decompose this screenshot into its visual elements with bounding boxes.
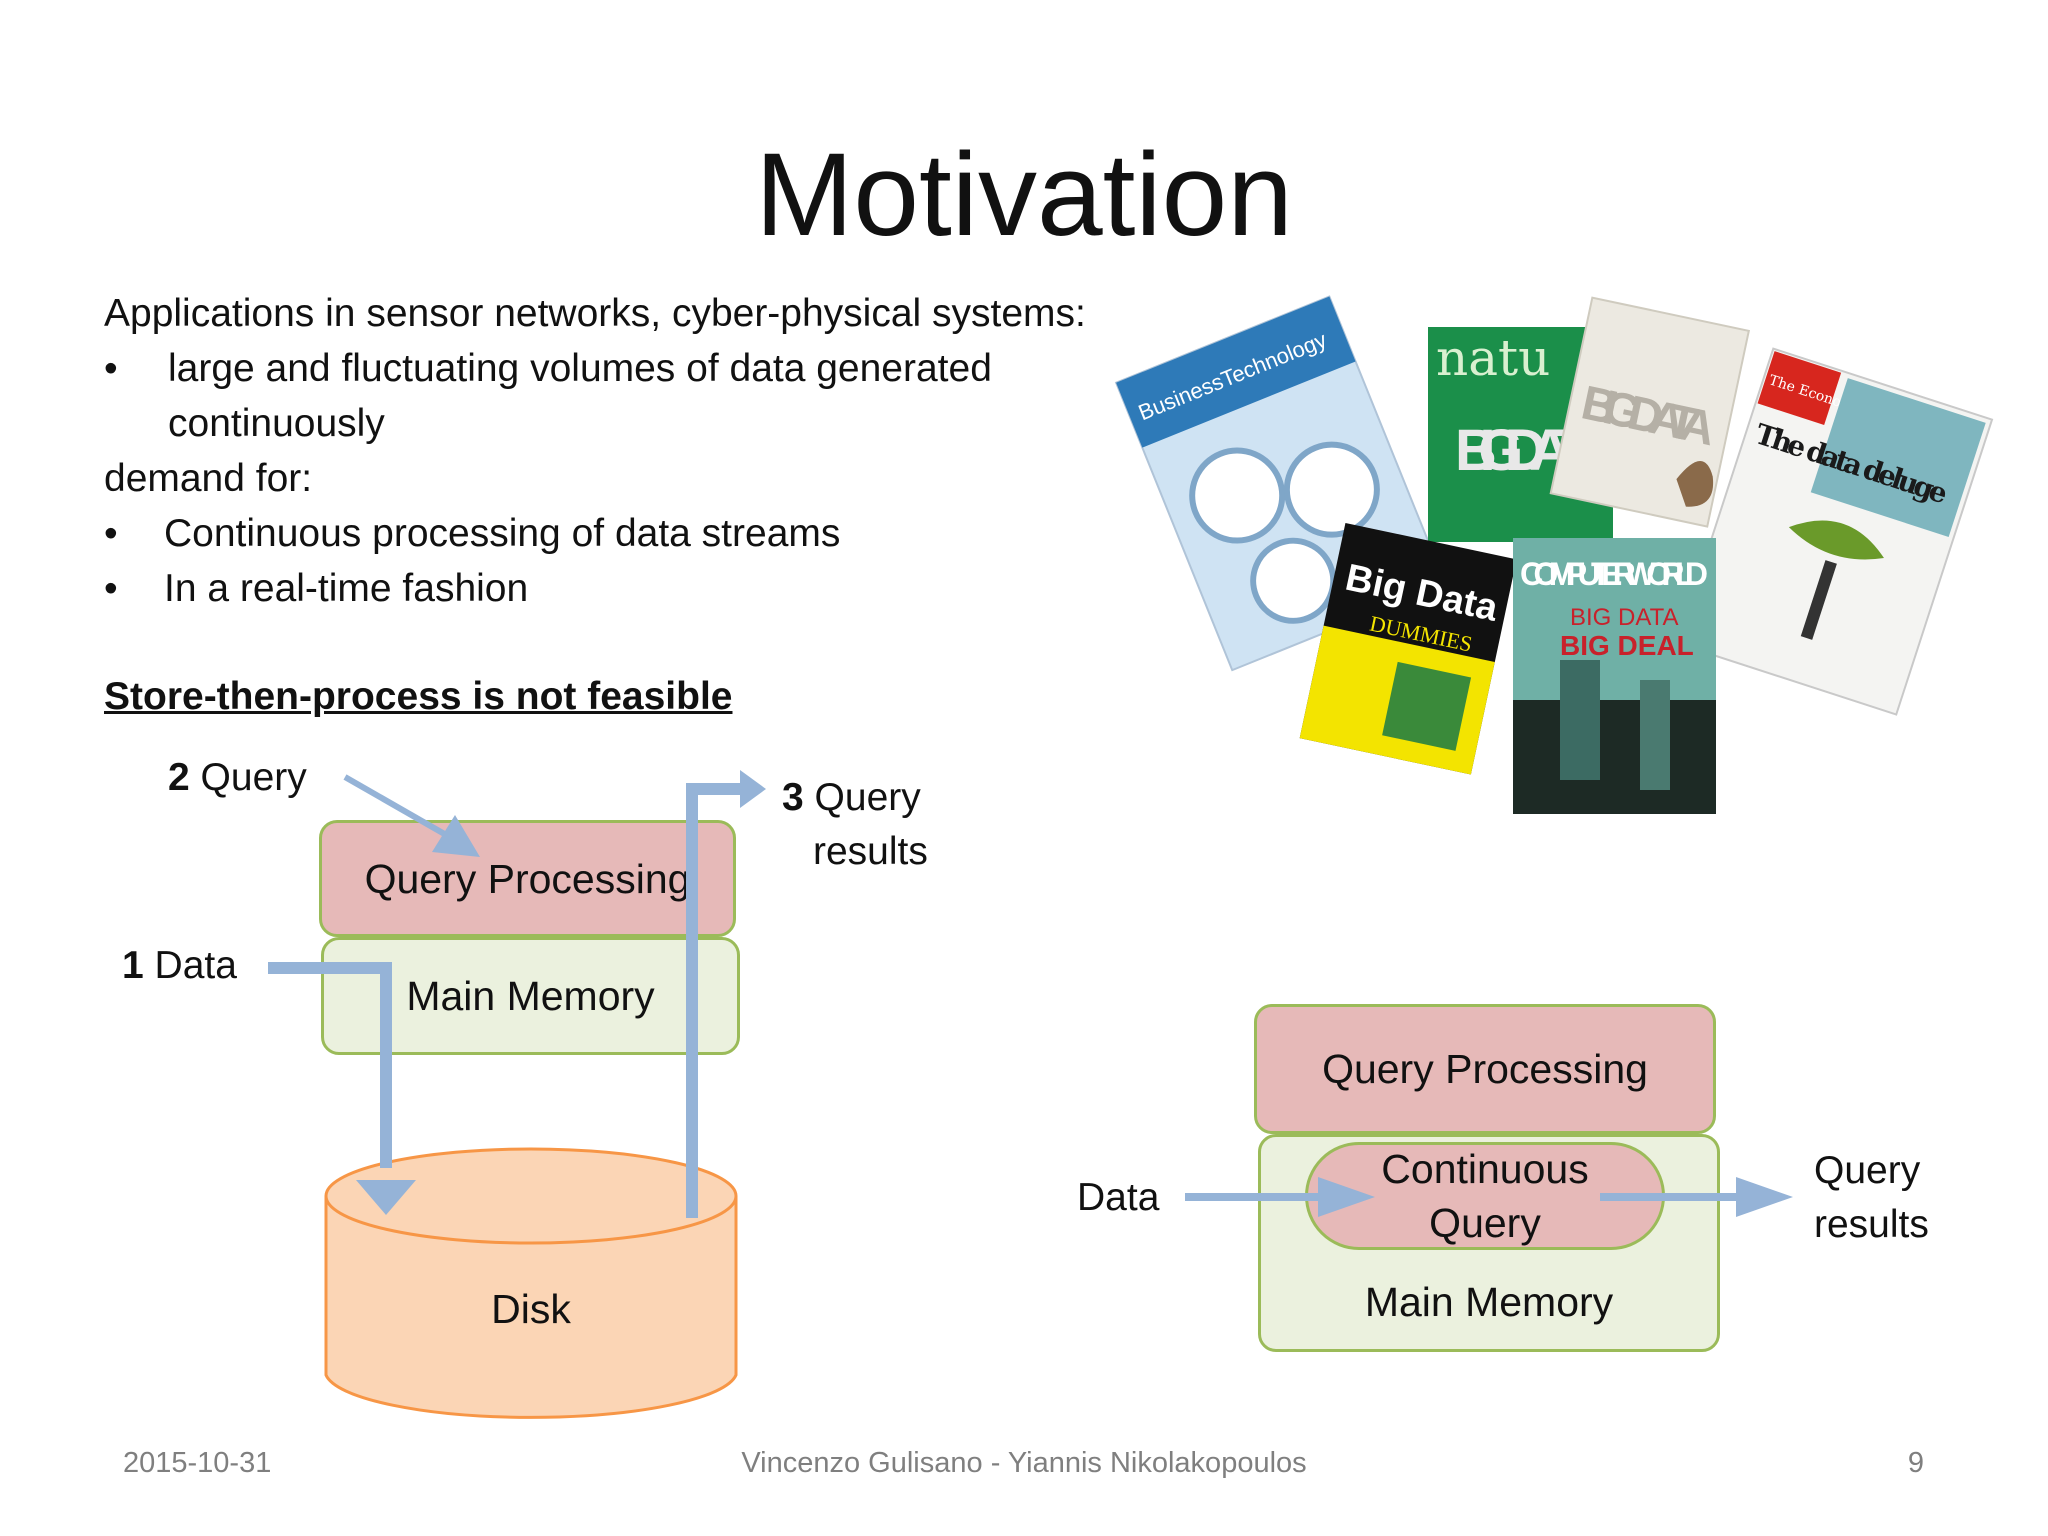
results-arrow bbox=[686, 783, 740, 1218]
intro-lead: Applications in sensor networks, cyber-p… bbox=[104, 292, 1086, 335]
step-number: 3 bbox=[782, 776, 804, 819]
footer-date: 2015-10-31 bbox=[123, 1447, 272, 1479]
stream-results-label-line2: results bbox=[1814, 1203, 1929, 1246]
continuous-query-label-line1: Continuous bbox=[1381, 1146, 1589, 1192]
query-processing-box: Query Processing bbox=[319, 820, 736, 937]
bullet-text: In a real-time fashion bbox=[164, 567, 529, 610]
bullet-item: • large and fluctuating volumes of data g… bbox=[104, 341, 992, 445]
step-text: Data bbox=[154, 944, 237, 987]
slide-title: Motivation bbox=[755, 129, 1293, 261]
main-memory-label: Main Memory bbox=[406, 973, 655, 1019]
bullet-marker: • bbox=[104, 512, 118, 555]
continuous-query-label-line2: Query bbox=[1429, 1200, 1541, 1246]
stream-query-processing-box: Query Processing bbox=[1254, 1004, 1716, 1134]
intro-lead-2: demand for: bbox=[104, 457, 313, 500]
bullet-text: Continuous processing of data streams bbox=[164, 512, 841, 555]
stream-results-arrowhead bbox=[1736, 1177, 1793, 1217]
bullet-text: large and fluctuating volumes of data ge… bbox=[168, 347, 992, 445]
step-text: Query bbox=[814, 776, 921, 819]
cover-dummies: Big Data DUMMIES bbox=[1299, 522, 1517, 775]
cover-text: BIG DEAL bbox=[1560, 630, 1694, 661]
query-processing-label: Query Processing bbox=[364, 855, 691, 902]
step-number: 1 bbox=[122, 944, 144, 987]
cover-text: COMPUTERWORLD bbox=[1520, 556, 1708, 592]
cover-computerworld: COMPUTERWORLD BIG DATA BIG DEAL bbox=[1513, 538, 1716, 814]
bullet-marker: • bbox=[104, 347, 118, 390]
cover-big-data: BIG DATA bbox=[1549, 296, 1751, 528]
query-arrowhead bbox=[432, 815, 480, 857]
bullet-marker: • bbox=[104, 567, 118, 610]
step-1-label: 1 Data bbox=[122, 938, 237, 993]
stream-data-arrowhead bbox=[1318, 1177, 1375, 1217]
step-3-label: 3 Query bbox=[782, 770, 921, 825]
continuous-query-box: Continuous Query bbox=[1305, 1142, 1665, 1250]
footer-page-number: 9 bbox=[1907, 1447, 1924, 1479]
results-arrowhead bbox=[740, 770, 766, 808]
bullet-item: • In a real-time fashion bbox=[104, 561, 528, 616]
step-2-label: 2 Query bbox=[168, 750, 307, 805]
footer-authors: Vincenzo Gulisano - Yiannis Nikolakopoul… bbox=[741, 1447, 1307, 1479]
query-arrow bbox=[343, 774, 450, 839]
query-processing-label: Query Processing bbox=[1322, 1046, 1648, 1092]
disk-label: Disk bbox=[491, 1286, 571, 1332]
cover-text: BIG DATA bbox=[1570, 604, 1678, 631]
data-arrow bbox=[268, 962, 392, 1168]
cover-text: natu bbox=[1436, 329, 1550, 387]
bullet-item: • Continuous processing of data streams bbox=[104, 506, 840, 561]
main-memory-label: Main Memory bbox=[1364, 1279, 1614, 1325]
data-arrowhead bbox=[356, 1180, 416, 1215]
step-number: 2 bbox=[168, 756, 190, 799]
step-text: Query bbox=[200, 756, 307, 799]
cover-economist: The Economist The data deluge bbox=[1676, 347, 1994, 716]
section-heading: Store-then-process is not feasible bbox=[104, 675, 733, 718]
step-3-label-line2: results bbox=[813, 830, 928, 873]
stream-data-label: Data bbox=[1077, 1176, 1160, 1219]
stream-results-label-line1: Query bbox=[1814, 1149, 1921, 1192]
